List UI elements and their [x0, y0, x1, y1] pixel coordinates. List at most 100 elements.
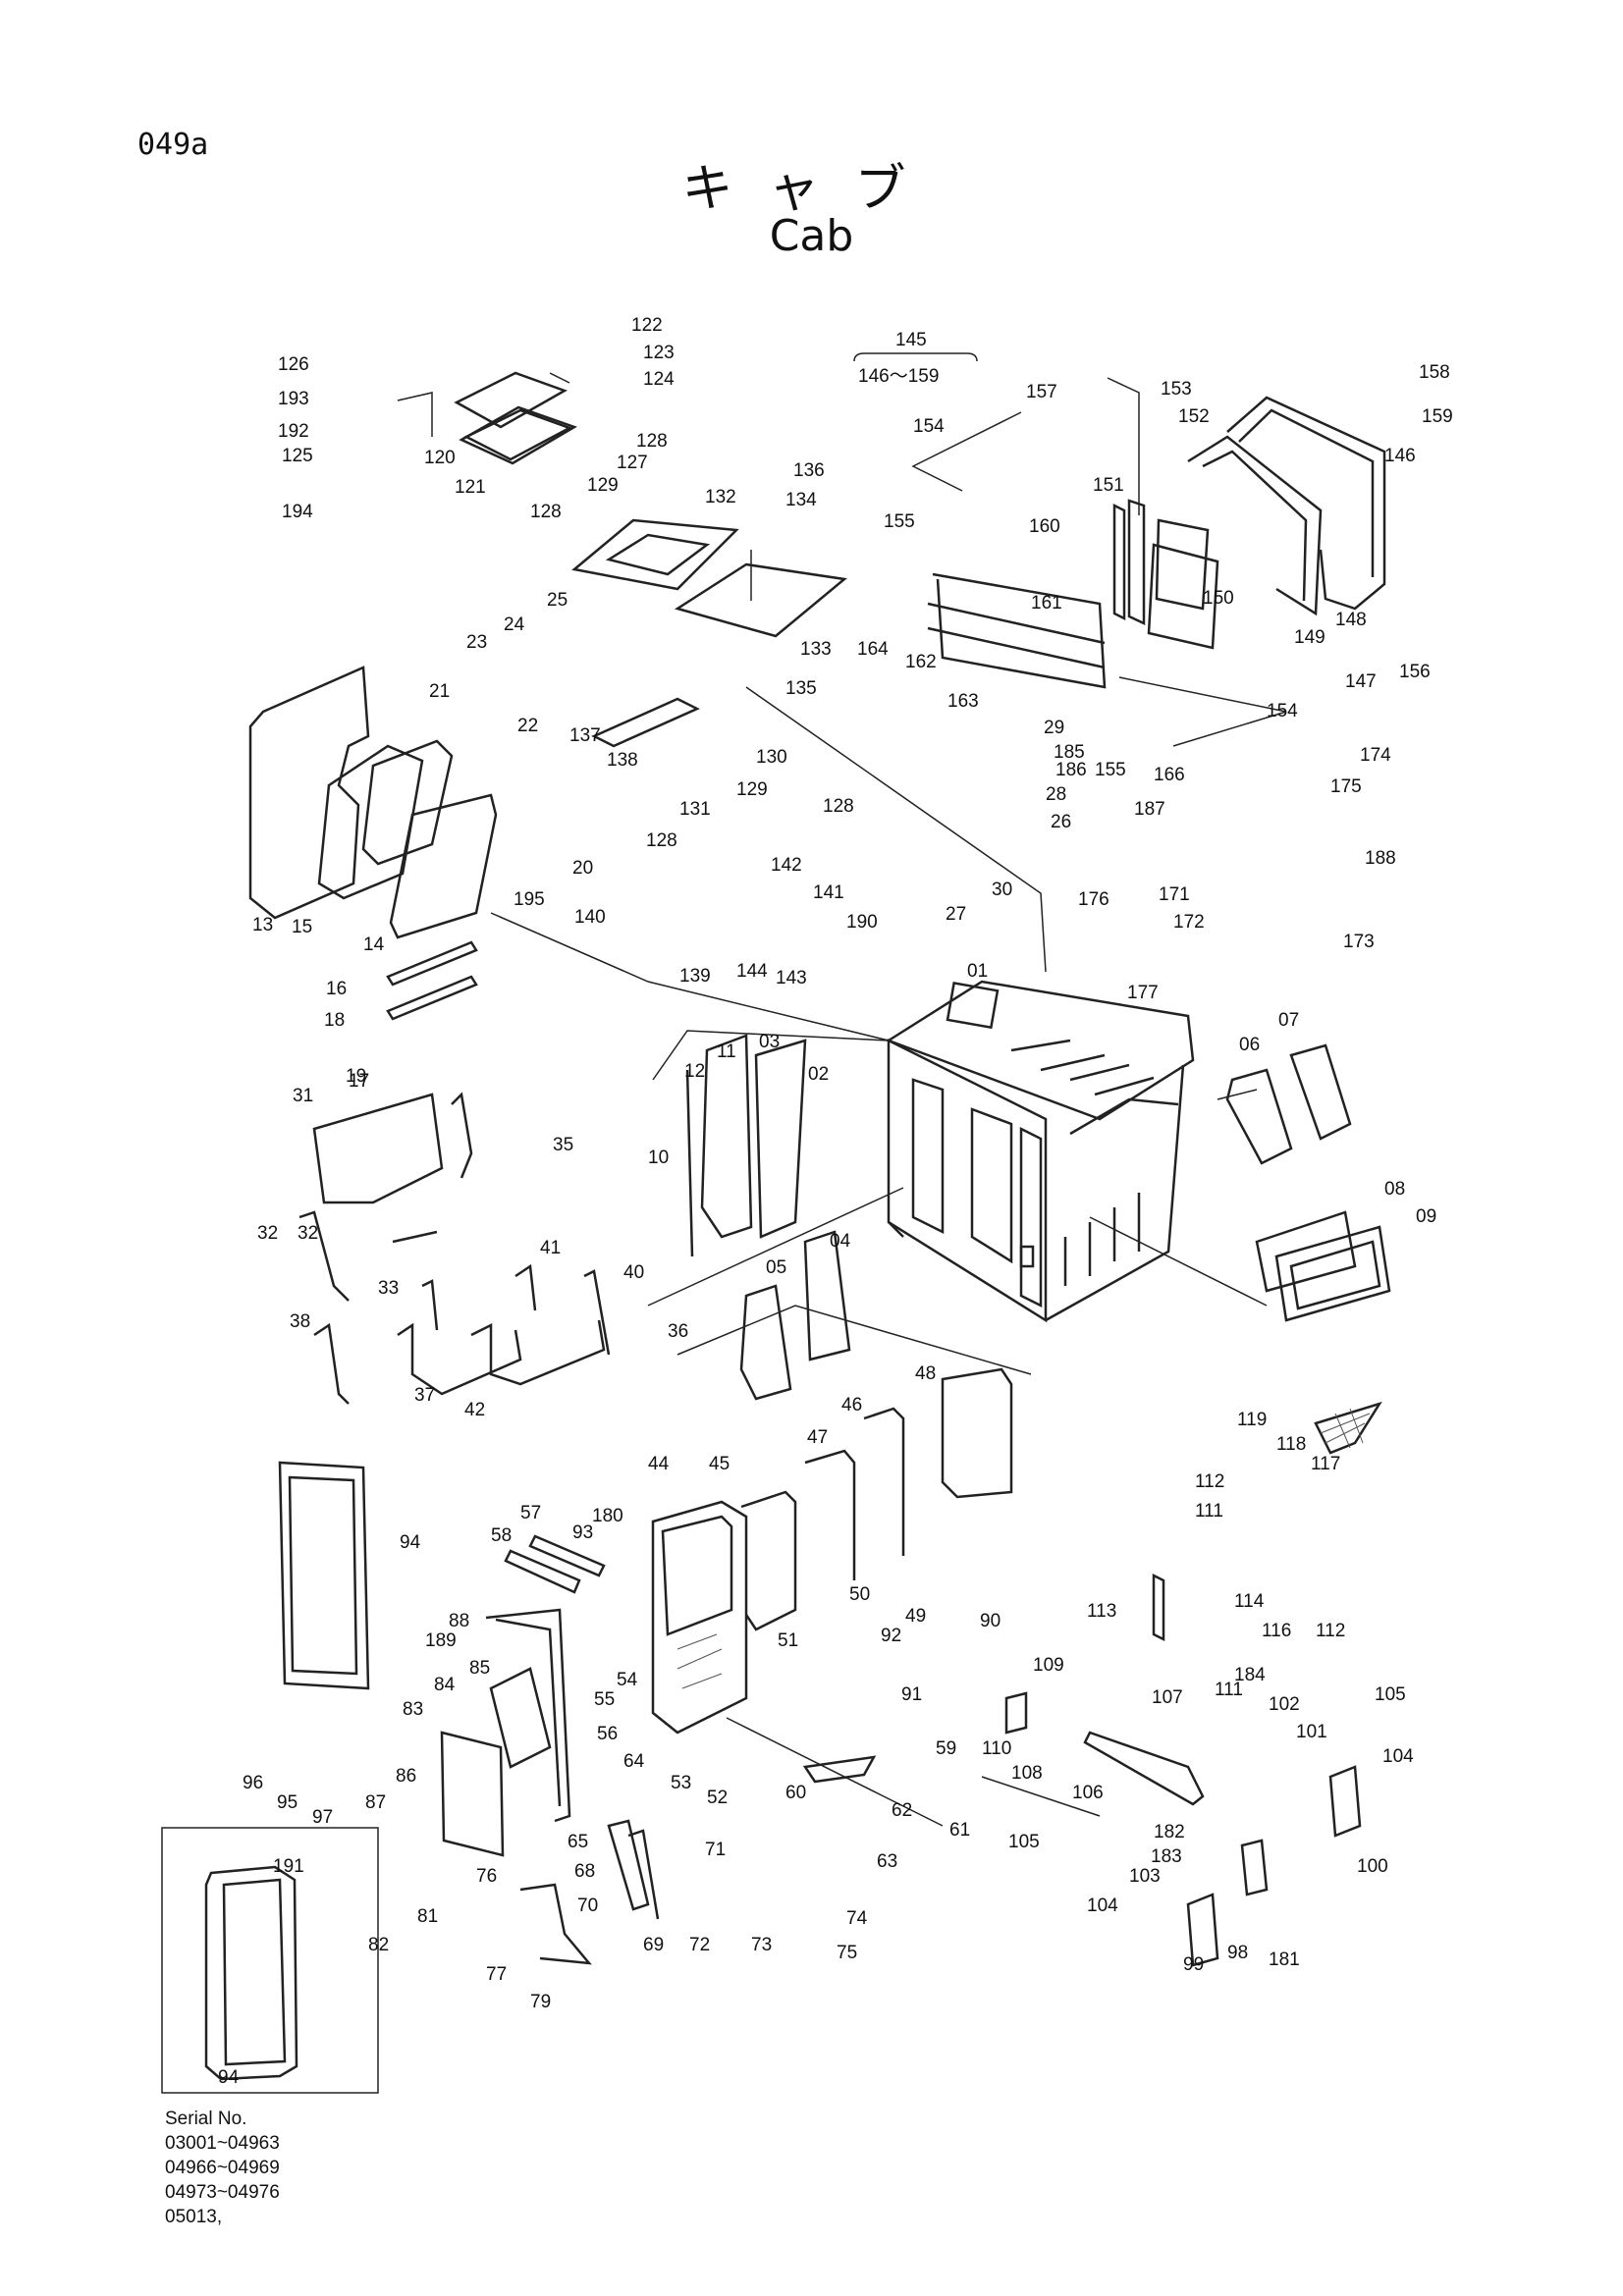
part-callout: 156	[1399, 662, 1431, 682]
part-callout: 112	[1316, 1621, 1345, 1641]
part-callout: 22	[517, 716, 538, 736]
part-callout: 137	[569, 725, 601, 746]
part-callout: 120	[424, 448, 456, 468]
part-callout: 147	[1345, 671, 1377, 692]
part-callout: 110	[982, 1738, 1011, 1759]
part-callout: 41	[540, 1238, 561, 1258]
part-callout: 40	[623, 1262, 644, 1283]
part-callout: 51	[778, 1630, 798, 1651]
part-callout: 112	[1195, 1471, 1224, 1492]
part-callout: 106	[1072, 1783, 1104, 1803]
part-callout: 130	[756, 747, 787, 768]
part-callout: 61	[949, 1820, 970, 1841]
cab-body	[886, 980, 1195, 1323]
part-callout: 09	[1416, 1206, 1436, 1227]
part-callout: 65	[568, 1832, 588, 1852]
part-callout: 155	[1095, 760, 1126, 780]
part-callout: 152	[1178, 406, 1210, 427]
title-english: Cab	[769, 211, 854, 261]
group-brace	[853, 352, 978, 362]
part-callout: 55	[594, 1689, 615, 1710]
serial-line: 04973~04976	[165, 2182, 280, 2203]
part-callout: 94	[218, 2067, 240, 2088]
serial-line: 03001~04963	[165, 2133, 280, 2154]
part-callout: 102	[1269, 1694, 1300, 1715]
part-callout: 71	[705, 1840, 726, 1860]
part-callout: 101	[1296, 1722, 1327, 1742]
part-callout: 105	[1375, 1684, 1406, 1705]
part-callout: 45	[709, 1454, 730, 1474]
part-callout: 131	[679, 799, 711, 820]
part-callout: 21	[429, 681, 450, 702]
part-callout: 180	[592, 1506, 623, 1526]
part-callout: 13	[252, 915, 273, 935]
left-door-glass	[248, 666, 498, 1021]
part-callout: 105	[1008, 1832, 1040, 1852]
part-callout: 104	[1087, 1896, 1118, 1916]
window-94	[278, 1461, 370, 1690]
part-callout: 42	[464, 1400, 485, 1420]
part-callout: 17	[349, 1071, 369, 1092]
door-lock-parts	[440, 1534, 877, 1965]
part-callout: 54	[617, 1670, 638, 1690]
part-callout: 163	[947, 691, 979, 712]
part-callout: 128	[646, 830, 677, 851]
part-callout: 26	[1051, 812, 1071, 832]
part-callout: 25	[547, 590, 568, 611]
part-callout: 132	[705, 487, 736, 507]
part-callout: 20	[572, 858, 593, 879]
side-windows	[1225, 1043, 1391, 1322]
part-callout: 107	[1152, 1687, 1183, 1708]
serial-line: 05013,	[165, 2207, 223, 2227]
serial-heading: Serial No.	[165, 2109, 247, 2129]
part-callout: 150	[1203, 588, 1234, 609]
part-callout: 138	[607, 750, 638, 771]
part-callout: 133	[800, 639, 832, 660]
part-callout: 176	[1078, 889, 1109, 910]
part-callout: 117	[1311, 1454, 1340, 1474]
part-callout: 01	[967, 961, 988, 982]
part-callout: 146	[1384, 446, 1416, 466]
part-callout: 96	[243, 1773, 263, 1793]
part-callout: 10	[648, 1148, 669, 1168]
part-callout: 194	[282, 502, 313, 522]
part-callout: 189	[425, 1630, 457, 1651]
part-callout: 154	[1267, 701, 1298, 721]
group-bracket: 145 146～159	[853, 330, 978, 387]
part-callout: 36	[668, 1321, 688, 1342]
part-callout: 108	[1011, 1763, 1043, 1784]
part-callout: 68	[574, 1861, 595, 1882]
part-callout: 177	[1127, 983, 1159, 1003]
part-callout: 83	[403, 1699, 423, 1720]
part-callout: 19	[346, 1066, 366, 1087]
part-callout: 93	[572, 1522, 593, 1543]
right-hardware	[1004, 1401, 1382, 1967]
part-callout: 123	[643, 343, 675, 363]
part-callout: 171	[1159, 884, 1190, 905]
part-callout: 114	[1234, 1591, 1265, 1612]
part-callout: 60	[785, 1783, 806, 1803]
part-callout: 128	[530, 502, 562, 522]
part-callout: 174	[1360, 745, 1391, 766]
part-callout: 23	[466, 632, 487, 653]
part-callout: 15	[292, 917, 312, 937]
part-callout: 111	[1215, 1680, 1243, 1700]
part-callout: 76	[476, 1866, 497, 1887]
part-callout: 111	[1195, 1501, 1223, 1522]
part-callout: 151	[1093, 475, 1124, 496]
part-callout: 06	[1239, 1035, 1260, 1055]
part-callout: 122	[631, 315, 663, 336]
part-callout: 139	[679, 966, 711, 987]
door-seals	[740, 1367, 1013, 1631]
part-callout: 141	[813, 882, 844, 903]
part-callout: 121	[455, 477, 486, 498]
part-callout: 03	[759, 1032, 780, 1052]
part-callout: 126	[278, 354, 309, 375]
serial-box	[161, 1827, 379, 2094]
part-callout: 149	[1294, 627, 1325, 648]
part-callout: 32	[298, 1223, 318, 1244]
part-callout: 129	[587, 475, 619, 496]
part-callout: 164	[857, 639, 889, 660]
part-callout: 14	[363, 934, 385, 955]
part-callout: 127	[617, 453, 648, 473]
